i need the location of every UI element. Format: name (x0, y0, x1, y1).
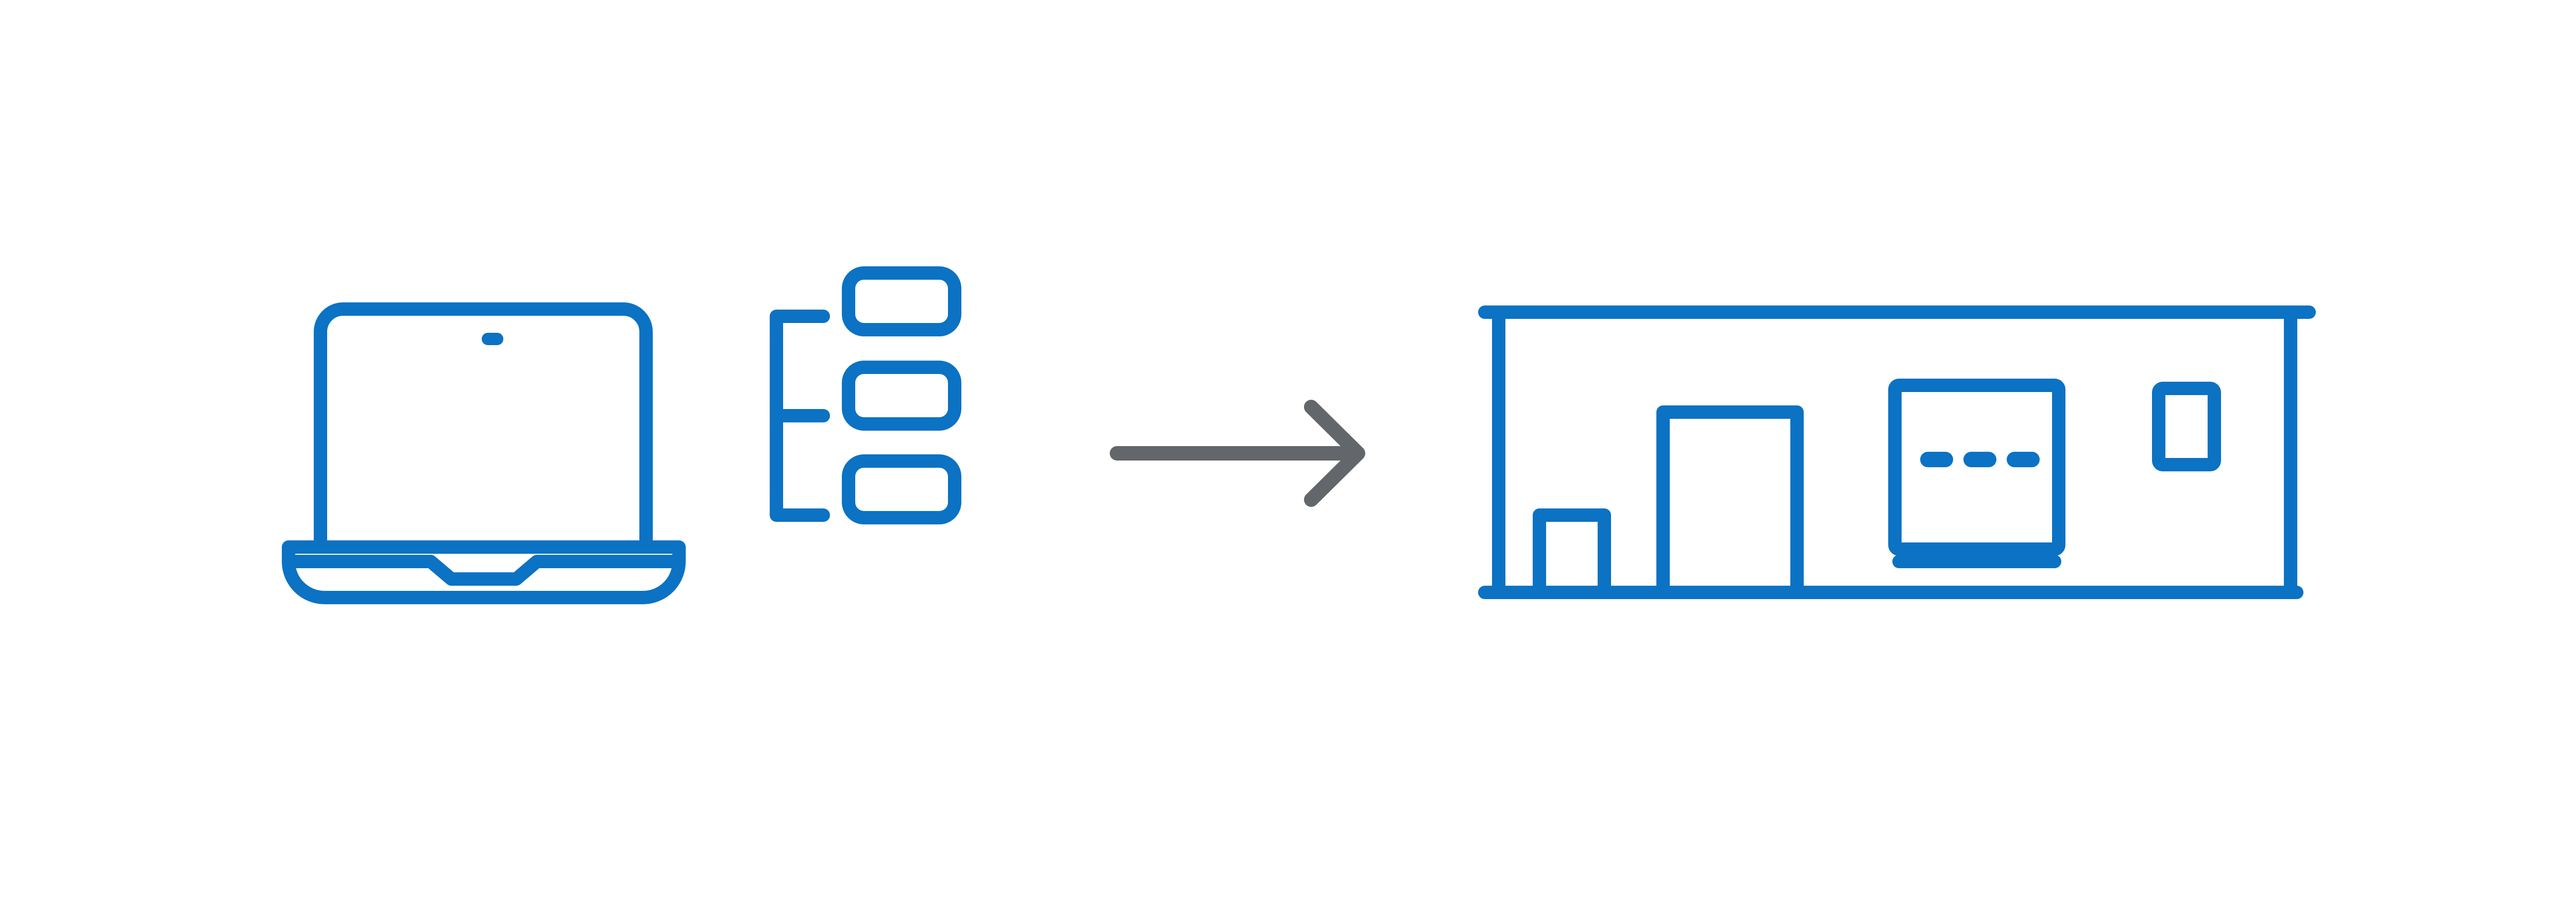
laptop-camera-icon (482, 333, 503, 345)
side-cabinet (2152, 382, 2221, 471)
arrow-head-chevron-icon (1304, 400, 1365, 507)
laptop-notch-lip (282, 555, 686, 586)
hierarchy-tree-icon (770, 266, 961, 524)
tall-crate (1656, 405, 1804, 599)
laptop-icon (282, 302, 686, 604)
laptop-base-deck (282, 540, 686, 604)
control-panel[interactable] (1888, 379, 2065, 556)
warehouse-icon (1478, 305, 2316, 599)
small-crate (1533, 508, 1611, 599)
tree-node-box-2[interactable] (842, 361, 961, 431)
arrow-right-icon (1110, 400, 1365, 507)
laptop-lid-screen (314, 302, 653, 554)
tree-node-box-3[interactable] (842, 454, 961, 524)
tree-node-box-1[interactable] (842, 266, 961, 336)
